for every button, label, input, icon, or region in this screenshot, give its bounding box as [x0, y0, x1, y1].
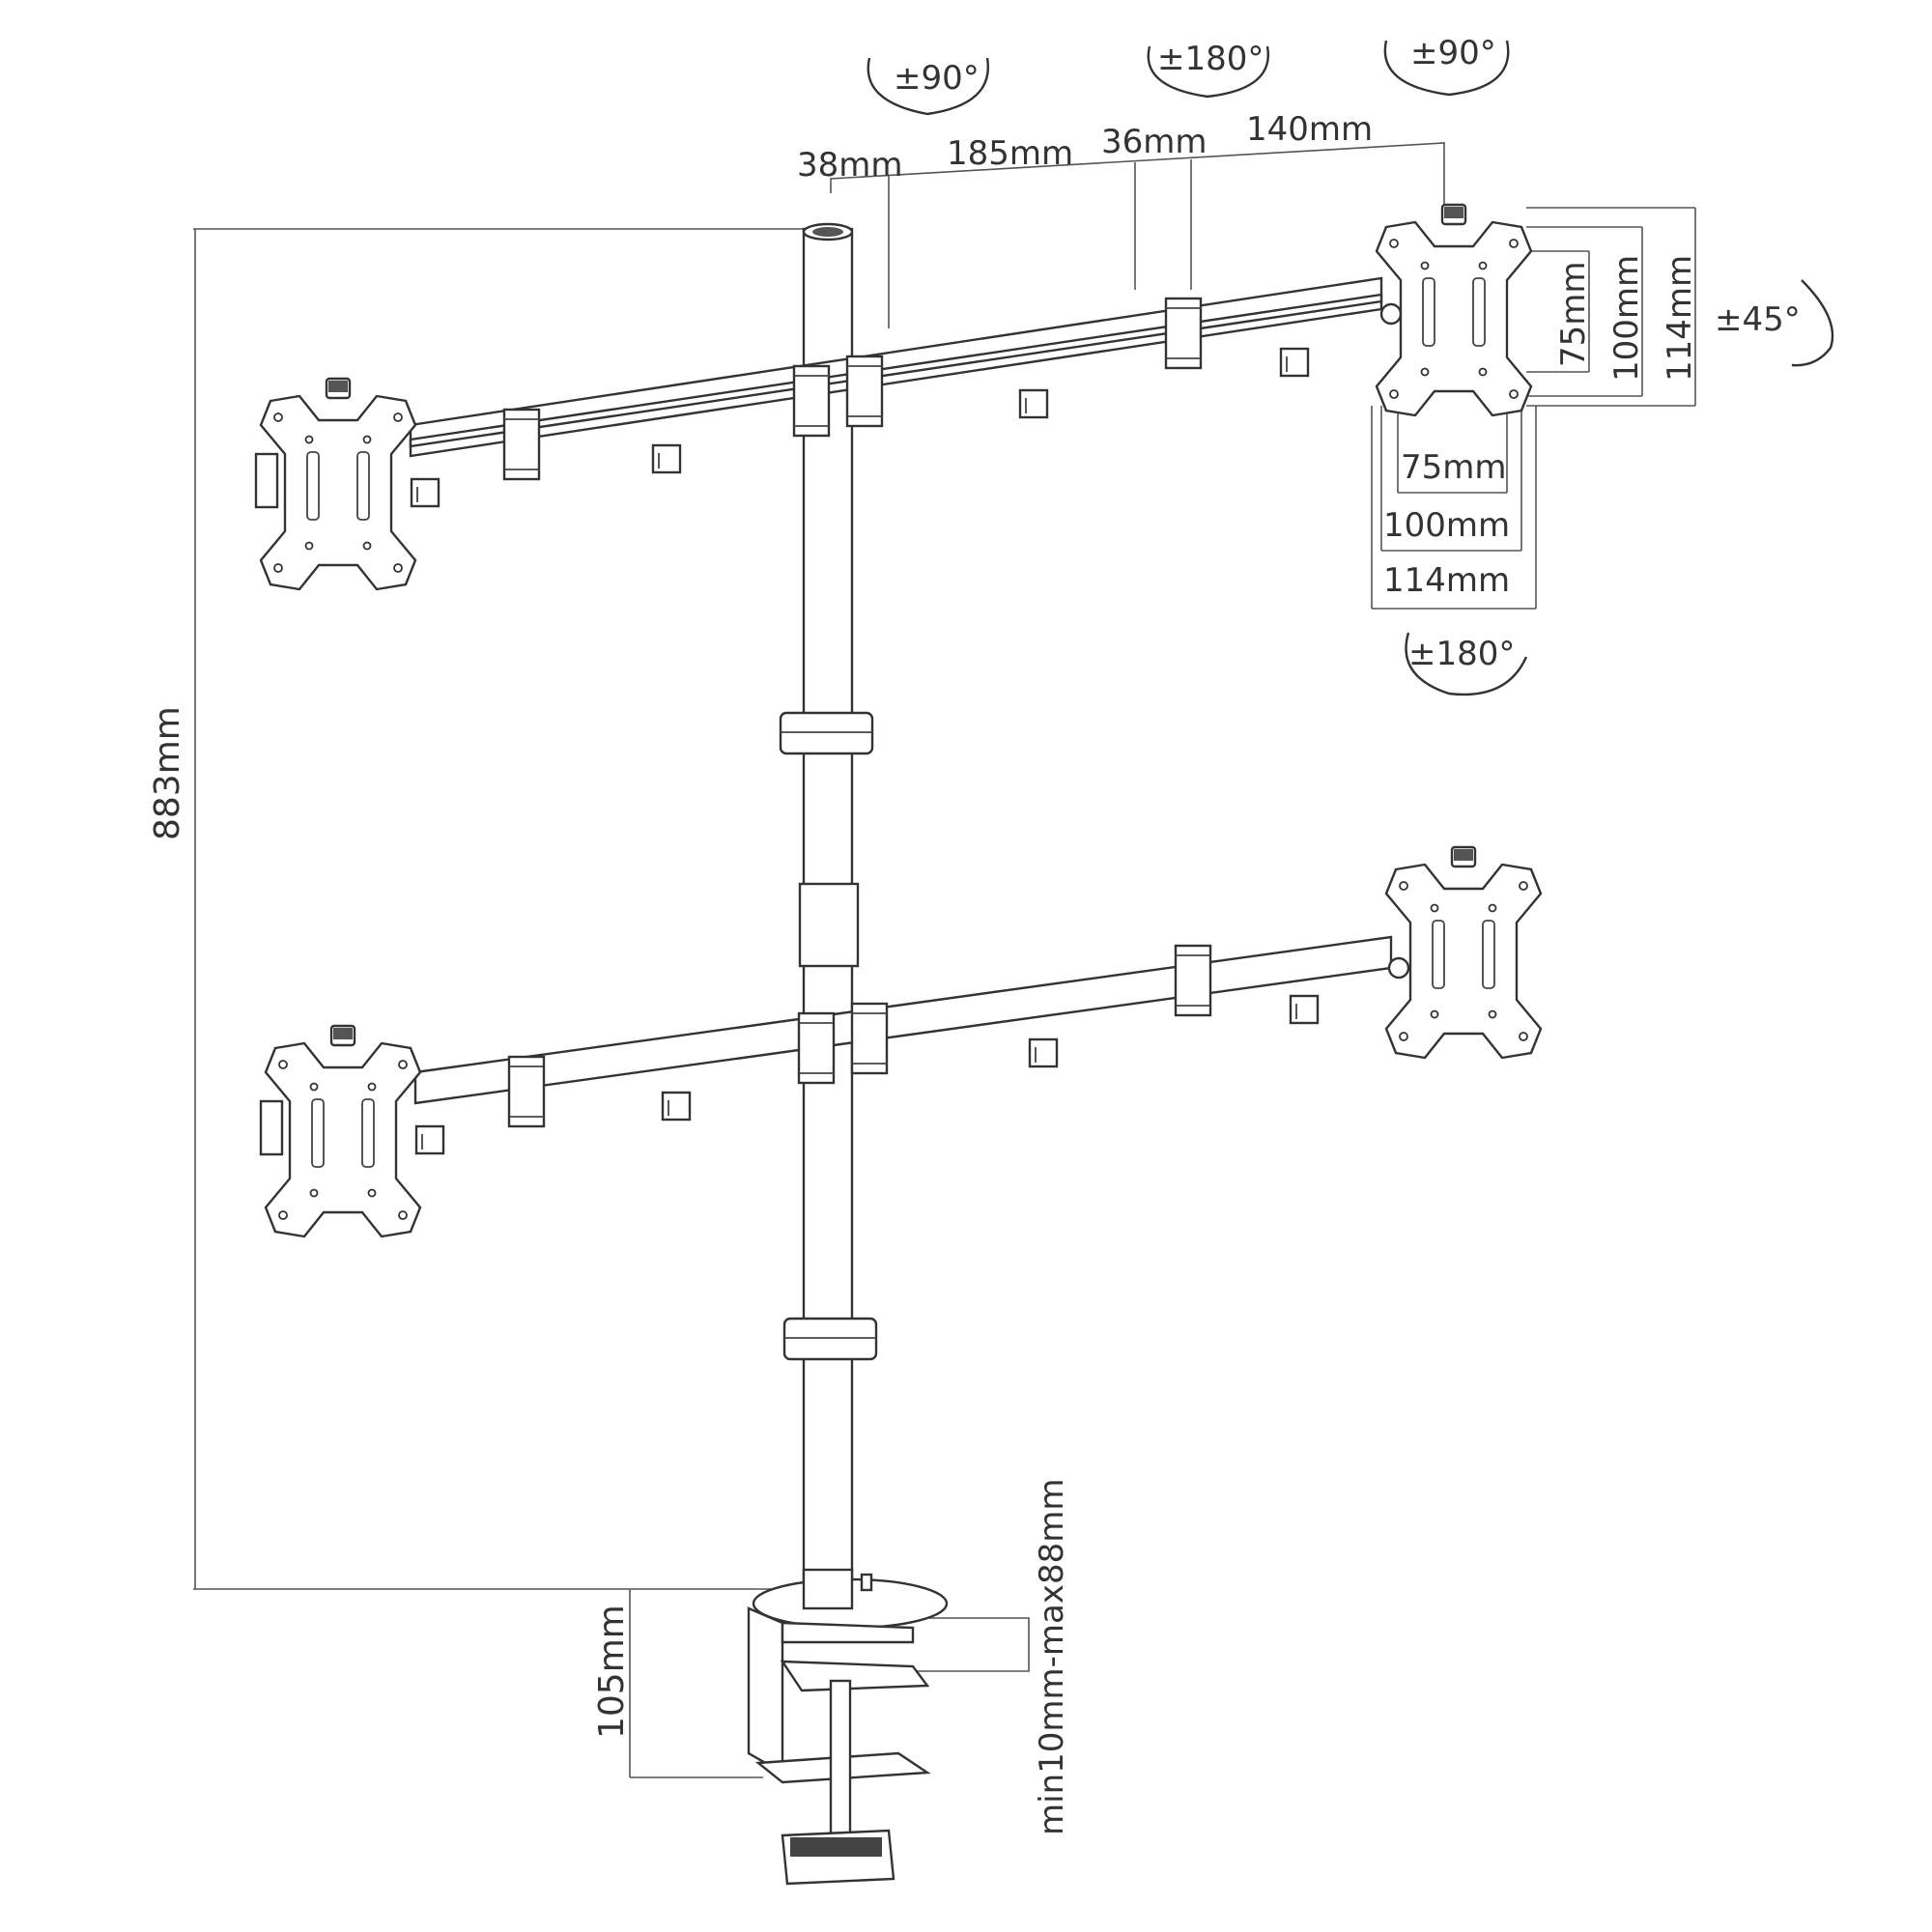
- dim-36mm: 36mm: [1101, 123, 1208, 161]
- dim-38mm: 38mm: [797, 146, 903, 185]
- rotation-arcs: [867, 40, 1834, 696]
- dim-185mm: 185mm: [947, 134, 1073, 173]
- rotation-tilt: ±45°: [1715, 300, 1801, 339]
- dim-vesa-v-114mm: 114mm: [1661, 255, 1699, 382]
- vesa-plate-top-left: [254, 377, 417, 591]
- lower-arm: [413, 935, 1410, 1155]
- dim-vesa-h-75mm: 75mm: [1401, 448, 1507, 487]
- labels: 38mm 185mm 36mm 140mm ±90° ±180° ±90° ±4…: [148, 34, 1801, 1835]
- rotation-arm-mid: ±180°: [1157, 40, 1264, 78]
- dim-vesa-h-114mm: 114mm: [1383, 561, 1510, 600]
- vesa-plate-bottom-right: [1384, 845, 1543, 1060]
- desk-clamp: [747, 1568, 949, 1886]
- vesa-plate-bottom-left: [259, 1024, 422, 1238]
- dim-total-height: 883mm: [148, 706, 187, 840]
- rotation-swivel: ±180°: [1408, 635, 1515, 673]
- dim-clamp-height: 105mm: [592, 1605, 632, 1739]
- dimension-lines: [193, 142, 1696, 1778]
- dim-vesa-v-100mm: 100mm: [1607, 255, 1646, 382]
- dim-desk-thickness: min10mm-max88mm: [1033, 1479, 1071, 1835]
- dim-vesa-v-75mm: 75mm: [1554, 261, 1593, 367]
- vesa-plate-top-right: [1375, 203, 1533, 417]
- rotation-arm-right: ±90°: [1410, 34, 1496, 72]
- dim-140mm: 140mm: [1246, 110, 1373, 149]
- upper-arm: [409, 276, 1403, 508]
- pole: [779, 222, 878, 1593]
- dim-vesa-h-100mm: 100mm: [1383, 506, 1510, 545]
- rotation-arm-left: ±90°: [894, 59, 980, 98]
